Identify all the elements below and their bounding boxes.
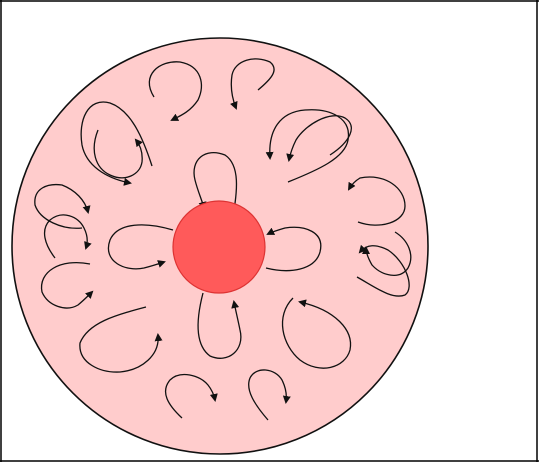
central-core [173,201,265,293]
